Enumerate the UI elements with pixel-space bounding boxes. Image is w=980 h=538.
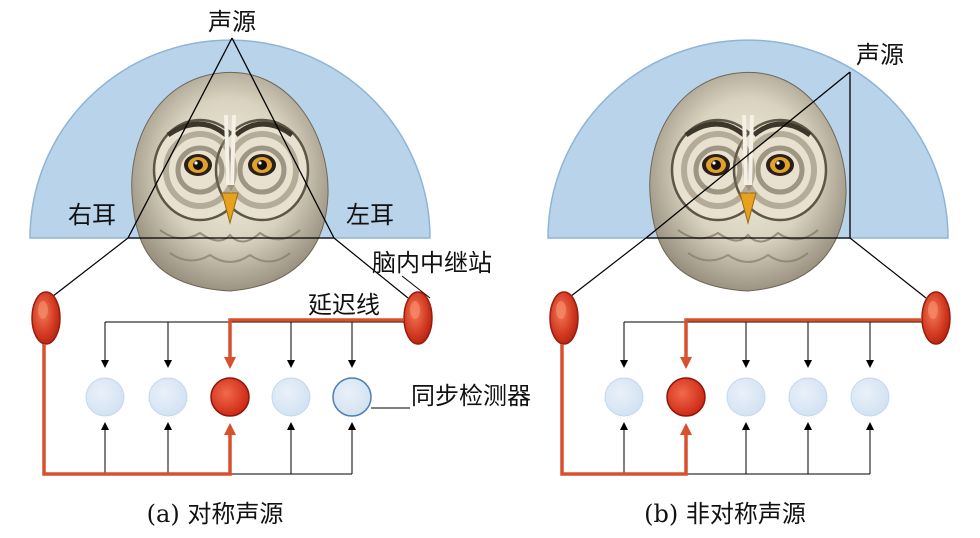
right-ear-connector — [565, 237, 647, 301]
caption-a: (a) 对称声源 — [147, 500, 284, 528]
left-ear-label: 左耳 — [346, 201, 394, 229]
relay-station-right-icon — [549, 291, 579, 345]
detector-3-active — [210, 377, 250, 417]
active-delay-path-right — [42, 344, 236, 476]
active-delay-path-left — [680, 318, 922, 369]
source-label-b: 声源 — [856, 41, 904, 69]
relay-station-label: 脑内中继站 — [372, 249, 492, 277]
coincidence-detector-label: 同步检测器 — [411, 382, 531, 410]
relay-station-right-icon — [31, 291, 61, 345]
panel-a-symmetric: 声源 右耳 左耳 脑内中继站 延迟线 同步检测器 (a) 对称声源 — [29, 8, 531, 528]
relay-station-left-icon — [403, 291, 433, 345]
watermark: 知乎 @浅风柒夏 — [807, 486, 968, 511]
detector-4 — [271, 377, 311, 417]
active-delay-path-left — [224, 318, 404, 369]
right-ear-connector — [47, 237, 129, 301]
left-ear-connector — [333, 237, 409, 299]
detector-5 — [332, 377, 372, 417]
sound-path-right — [127, 37, 233, 239]
delay-line-label: 延迟线 — [308, 291, 380, 319]
detector-5 — [850, 377, 890, 417]
right-ear-label: 右耳 — [68, 201, 116, 229]
detector-2 — [148, 377, 188, 417]
owl-icon — [650, 72, 846, 291]
sound-path-right — [645, 71, 851, 239]
relay-label-leader — [401, 275, 431, 299]
detector-2-active — [666, 377, 706, 417]
panel-b-asymmetric: 声源 (b) 非对称声源 — [547, 39, 951, 528]
sound-path-left — [231, 37, 335, 239]
relay-station-left-icon — [921, 291, 951, 345]
source-label-a: 声源 — [208, 8, 256, 36]
left-ear-connector — [849, 237, 927, 299]
detector-1 — [85, 377, 125, 417]
detector-3 — [726, 377, 766, 417]
caption-b: (b) 非对称声源 — [644, 500, 806, 528]
owl-icon — [132, 72, 328, 291]
active-delay-path-right — [560, 344, 692, 476]
detector-1 — [604, 377, 644, 417]
detector-4 — [788, 377, 828, 417]
